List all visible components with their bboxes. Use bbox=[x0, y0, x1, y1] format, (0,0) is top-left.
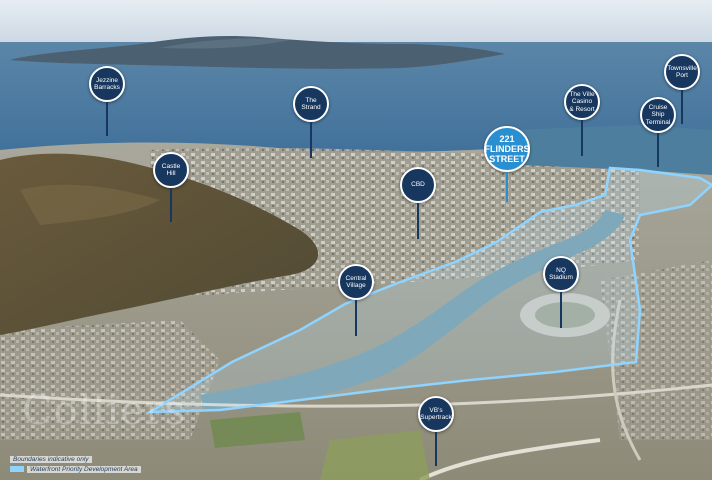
marker-stem bbox=[681, 90, 683, 124]
pda-label: Waterfront Priority Development Area bbox=[27, 465, 141, 473]
marker-stem bbox=[310, 122, 312, 158]
marker-central-village[interactable]: Central Village bbox=[338, 264, 374, 336]
marker-label: Townsville Port bbox=[664, 54, 700, 90]
boundaries-note: Boundaries indicative only bbox=[10, 455, 92, 463]
marker-cruise-ship-terminal[interactable]: Cruise Ship Terminal bbox=[640, 97, 676, 167]
marker-vbs-supertrack[interactable]: VB's Supertrack bbox=[418, 396, 454, 466]
marker-stem bbox=[581, 120, 583, 156]
pda-boundary bbox=[145, 166, 712, 414]
marker-label: Cruise Ship Terminal bbox=[640, 97, 676, 133]
marker-label: VB's Supertrack bbox=[418, 396, 454, 432]
marker-stem bbox=[106, 102, 108, 136]
marker-cbd[interactable]: CBD bbox=[400, 167, 436, 239]
marker-castle-hill[interactable]: Castle Hill bbox=[153, 152, 189, 222]
marker-label: Castle Hill bbox=[153, 152, 189, 188]
marker-label: 221 FLINDERS STREET bbox=[484, 126, 530, 172]
marker-label: The Strand bbox=[293, 86, 329, 122]
marker-townsville-port[interactable]: Townsville Port bbox=[664, 54, 700, 124]
map-legend: Boundaries indicative only Waterfront Pr… bbox=[10, 454, 160, 474]
marker-stem bbox=[560, 292, 562, 328]
marker-label: NQ Stadium bbox=[543, 256, 579, 292]
marker-stem bbox=[506, 172, 508, 202]
marker-stem bbox=[435, 432, 437, 466]
marker-label: Jezzine Barracks bbox=[89, 66, 125, 102]
marker-stem bbox=[355, 300, 357, 336]
marker-label: CBD bbox=[400, 167, 436, 203]
marker-stem bbox=[417, 203, 419, 239]
marker-stem bbox=[657, 133, 659, 167]
legend-boundaries-row: Boundaries indicative only bbox=[10, 454, 160, 464]
marker-jezzine-barracks[interactable]: Jezzine Barracks bbox=[89, 66, 125, 136]
marker-stem bbox=[170, 188, 172, 222]
marker-label: The Ville Casino & Resort bbox=[564, 84, 600, 120]
marker-label: Central Village bbox=[338, 264, 374, 300]
pda-swatch bbox=[10, 466, 24, 472]
marker-nq-stadium[interactable]: NQ Stadium bbox=[543, 256, 579, 328]
marker-the-ville[interactable]: The Ville Casino & Resort bbox=[564, 84, 600, 156]
marker-221-flinders-street[interactable]: 221 FLINDERS STREET bbox=[484, 126, 530, 202]
legend-area-row: Waterfront Priority Development Area bbox=[10, 464, 160, 474]
marker-the-strand[interactable]: The Strand bbox=[293, 86, 329, 158]
